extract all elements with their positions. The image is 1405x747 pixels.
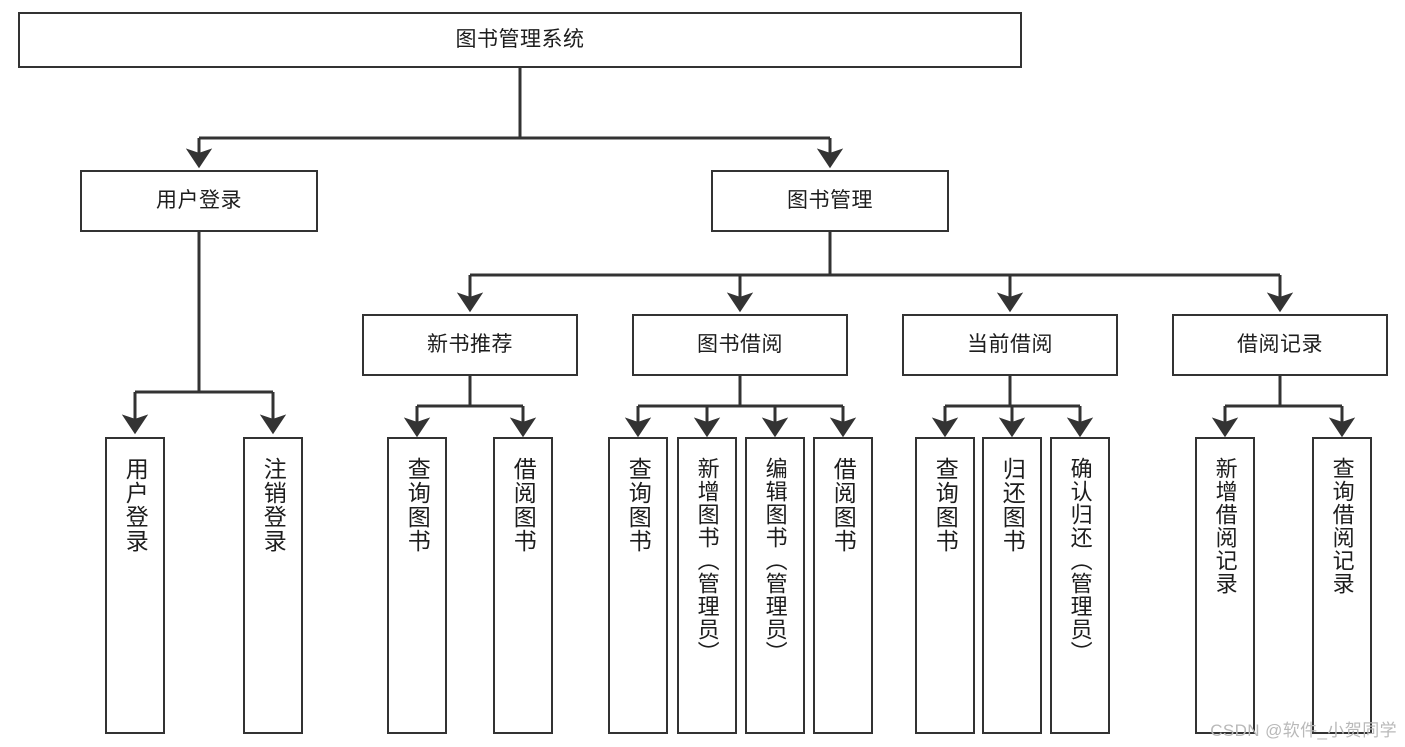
node-book-management[interactable]: 图书管理 — [711, 170, 949, 232]
node-new-book-recommend[interactable]: 新书推荐 — [362, 314, 578, 376]
leaf-record-add-record[interactable]: 新增借阅记录 — [1195, 437, 1255, 734]
leaf-borrow-borrow-book[interactable]: 借阅图书 — [813, 437, 873, 734]
node-borrow-record[interactable]: 借阅记录 — [1172, 314, 1388, 376]
leaf-user-login-login[interactable]: 用户登录 — [105, 437, 165, 734]
watermark-text: CSDN @软件_小贺同学 — [1210, 721, 1397, 740]
node-current-borrow[interactable]: 当前借阅 — [902, 314, 1118, 376]
node-label: 图书借阅 — [697, 332, 783, 356]
node-label: 用户登录 — [122, 457, 149, 553]
leaf-recommend-query-book[interactable]: 查询图书 — [387, 437, 447, 734]
leaf-record-query-record[interactable]: 查询借阅记录 — [1312, 437, 1372, 734]
node-label: 查询图书 — [404, 457, 431, 553]
node-label: 图书管理系统 — [455, 27, 585, 51]
node-label: 借阅图书 — [830, 457, 857, 553]
leaf-current-query-book[interactable]: 查询图书 — [915, 437, 975, 734]
node-user-login[interactable]: 用户登录 — [80, 170, 318, 232]
leaf-current-return-book[interactable]: 归还图书 — [982, 437, 1042, 734]
leaf-user-login-logout[interactable]: 注销登录 — [243, 437, 303, 734]
leaf-current-confirm-return-admin[interactable]: 确认归还（管理员） — [1050, 437, 1110, 734]
node-label: 新增借阅记录 — [1212, 457, 1238, 595]
node-label: 归还图书 — [999, 457, 1026, 553]
node-label: 借阅记录 — [1237, 332, 1323, 356]
node-label: 图书管理 — [787, 188, 873, 212]
node-label: 借阅图书 — [510, 457, 537, 553]
node-label: 注销登录 — [260, 457, 287, 553]
node-label: 用户登录 — [156, 188, 242, 212]
node-label: 新书推荐 — [427, 332, 513, 356]
node-root-system[interactable]: 图书管理系统 — [18, 12, 1022, 68]
node-label: 确认归还（管理员） — [1067, 457, 1093, 664]
leaf-borrow-query-book[interactable]: 查询图书 — [608, 437, 668, 734]
leaf-borrow-edit-book-admin[interactable]: 编辑图书（管理员） — [745, 437, 805, 734]
leaf-recommend-borrow-book[interactable]: 借阅图书 — [493, 437, 553, 734]
node-book-borrow[interactable]: 图书借阅 — [632, 314, 848, 376]
node-label: 查询图书 — [625, 457, 652, 553]
node-label: 查询图书 — [932, 457, 959, 553]
node-label: 当前借阅 — [967, 332, 1053, 356]
node-label: 编辑图书（管理员） — [762, 457, 788, 664]
leaf-borrow-add-book-admin[interactable]: 新增图书（管理员） — [677, 437, 737, 734]
node-label: 查询借阅记录 — [1329, 457, 1355, 595]
node-label: 新增图书（管理员） — [694, 457, 720, 664]
